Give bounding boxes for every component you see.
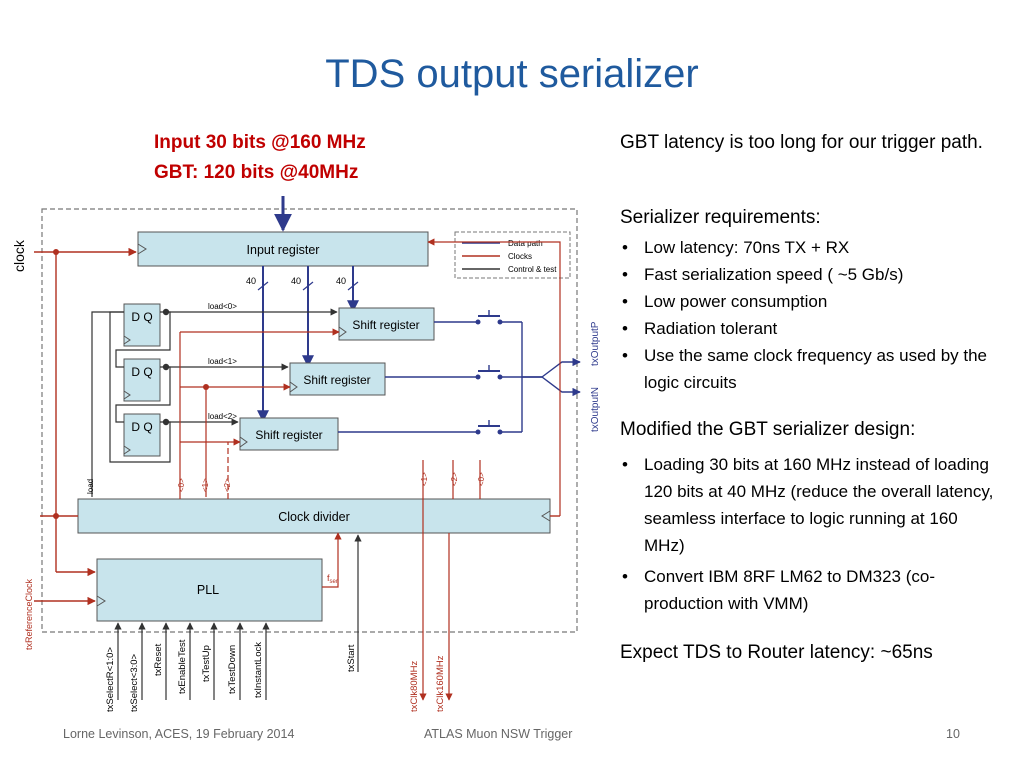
- dq-flipflop-2: [123, 413, 161, 457]
- list-item: Low latency: 70ns TX + RX: [620, 234, 1015, 261]
- list-item: Low power consumption: [620, 288, 1015, 315]
- bottom-signal-label: txTestUp: [201, 645, 212, 682]
- dq-label: D Q: [131, 310, 152, 324]
- list-item: Loading 30 bits at 160 MHz instead of lo…: [620, 451, 1000, 559]
- load1-label: load<1>: [208, 357, 237, 366]
- bottom-signal-label: txSelect<3:0>: [129, 653, 140, 712]
- footer-project: ATLAS Muon NSW Trigger: [424, 727, 573, 741]
- expected-latency: Expect TDS to Router latency: ~65ns: [620, 642, 933, 663]
- pll-label: PLL: [197, 583, 219, 597]
- dq-label: D Q: [131, 420, 152, 434]
- legend-clocks: Clocks: [508, 252, 532, 261]
- serializer-block-diagram: clock Input register 40 40 40 Data path …: [11, 196, 601, 712]
- legend-box: [454, 231, 571, 279]
- list-item: Radiation tolerant: [620, 315, 1015, 342]
- input-register-block: [137, 231, 429, 267]
- input-register-label: Input register: [247, 243, 320, 257]
- clock-label: clock: [11, 239, 27, 272]
- slide-title: TDS output serializer: [325, 52, 699, 96]
- tx-clk160-label: txClk160MHz: [435, 655, 446, 712]
- tx-reference-clock-label: txReferenceClock: [24, 578, 34, 650]
- bus-width-label: 40: [291, 276, 301, 286]
- bottom-signal-label: txReset: [153, 643, 164, 676]
- phase-2-label: <2>: [223, 478, 232, 492]
- list-item: Convert IBM 8RF LM62 to DM323 (co-produc…: [620, 563, 1000, 617]
- input-rate-label: Input 30 bits @160 MHz: [154, 132, 366, 153]
- page-number: 10: [946, 727, 960, 741]
- clock-divider-block: [77, 498, 551, 534]
- f-ser-label: fser: [327, 573, 338, 585]
- shift-register-label: Shift register: [352, 318, 419, 332]
- legend-data-path: Data path: [508, 239, 543, 248]
- chip-boundary: [41, 208, 578, 633]
- list-item: Use the same clock frequency as used by …: [620, 342, 1015, 396]
- load0-label: load<0>: [208, 302, 237, 311]
- load-label: load: [86, 479, 95, 494]
- modifications-list: Loading 30 bits at 160 MHz instead of lo…: [620, 451, 1000, 617]
- shift-register-label: Shift register: [255, 428, 322, 442]
- phase-2-label: <2>: [450, 472, 459, 486]
- bus-width-label: 40: [336, 276, 346, 286]
- bottom-signal-label: txTestDown: [227, 645, 238, 694]
- phase-0-label: <0>: [177, 478, 186, 492]
- gbt-rate-label: GBT: 120 bits @40MHz: [154, 162, 359, 183]
- load2-label: load<2>: [208, 412, 237, 421]
- tx-output-n-label: txOutputN: [590, 387, 601, 432]
- dq-flipflop-1: [123, 358, 161, 402]
- list-item: Fast serialization speed ( ~5 Gb/s): [620, 261, 1015, 288]
- shift-register-1: [289, 362, 386, 396]
- bottom-signal-label: txInstantLock: [253, 642, 264, 698]
- shift-register-2: [239, 417, 339, 451]
- tx-output-p-label: txOutputP: [590, 321, 601, 366]
- modifications-heading: Modified the GBT serializer design:: [620, 419, 916, 440]
- latency-intro: GBT latency is too long for our trigger …: [620, 132, 983, 153]
- footer-author: Lorne Levinson, ACES, 19 February 2014: [63, 727, 295, 741]
- pll-block: [96, 558, 323, 622]
- tx-clk80-label: txClk80MHz: [409, 661, 420, 712]
- requirements-heading: Serializer requirements:: [620, 207, 821, 228]
- phase-0-label: <0>: [477, 472, 486, 486]
- dq-label: D Q: [131, 365, 152, 379]
- bus-width-label: 40: [246, 276, 256, 286]
- dq-flipflop-0: [123, 303, 161, 347]
- shift-register-label: Shift register: [303, 373, 370, 387]
- bottom-signal-label: txSelectR<1:0>: [105, 647, 116, 712]
- clock-divider-label: Clock divider: [278, 510, 350, 524]
- legend-control-test: Control & test: [508, 265, 557, 274]
- phase-1-label: <1>: [201, 478, 210, 492]
- bottom-signal-label: txStart: [346, 644, 357, 672]
- phase-1-label: <1>: [420, 472, 429, 486]
- bottom-signal-label: txEnableTest: [177, 639, 188, 694]
- shift-register-0: [338, 307, 435, 341]
- requirements-list: Low latency: 70ns TX + RX Fast serializa…: [620, 234, 1015, 396]
